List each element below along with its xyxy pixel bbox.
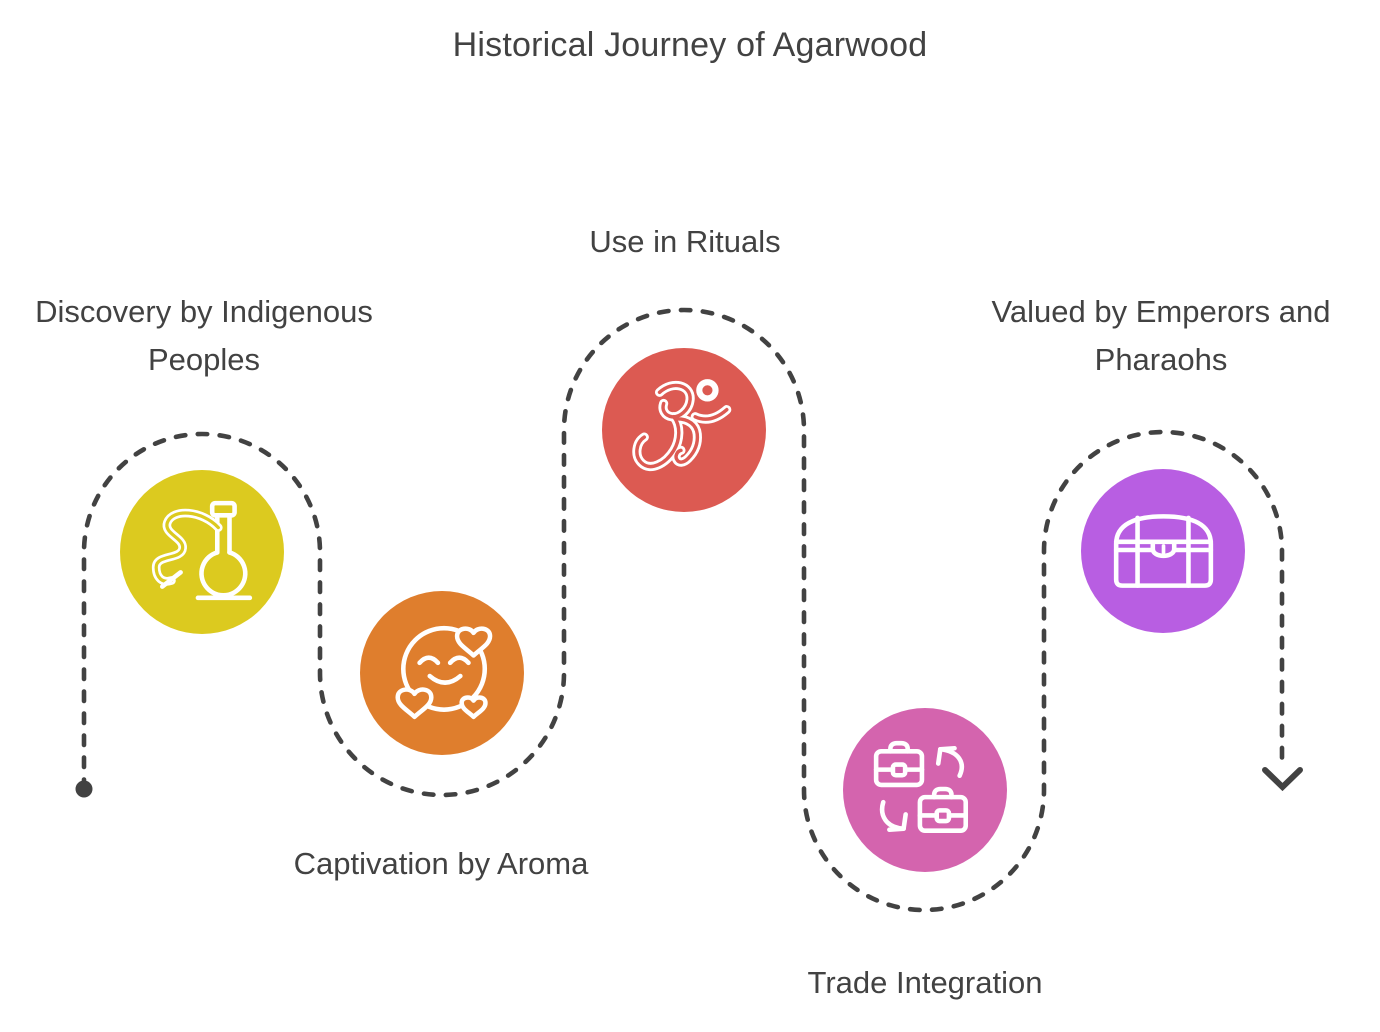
step-bubble-captivation (360, 591, 524, 755)
smiling-face-hearts-icon (386, 625, 498, 729)
step-label-rituals: Use in Rituals (589, 224, 781, 259)
path-start-dot (75, 780, 93, 798)
dashed-route-line (81, 307, 1285, 913)
step-label-captivation: Captivation by Aroma (293, 846, 589, 881)
step-label-trade: Trade Integration (807, 965, 1043, 1000)
arrow-down-icon (1262, 767, 1303, 792)
step-label-discovery: Discovery by Indigenous Peoples (35, 294, 373, 377)
step-bubble-valued (1081, 469, 1245, 633)
treasure-chest-icon (1113, 514, 1214, 588)
hookah-flask-icon (151, 500, 253, 601)
step-bubble-discovery (120, 470, 284, 634)
om-symbol-icon (632, 379, 732, 471)
step-bubble-trade (843, 708, 1007, 872)
step-bubble-rituals (602, 348, 766, 512)
page-title: Historical Journey of Agarwood (452, 26, 928, 64)
trade-exchange-icon (873, 740, 969, 834)
step-label-valued: Valued by Emperors and Pharaohs (991, 294, 1331, 377)
